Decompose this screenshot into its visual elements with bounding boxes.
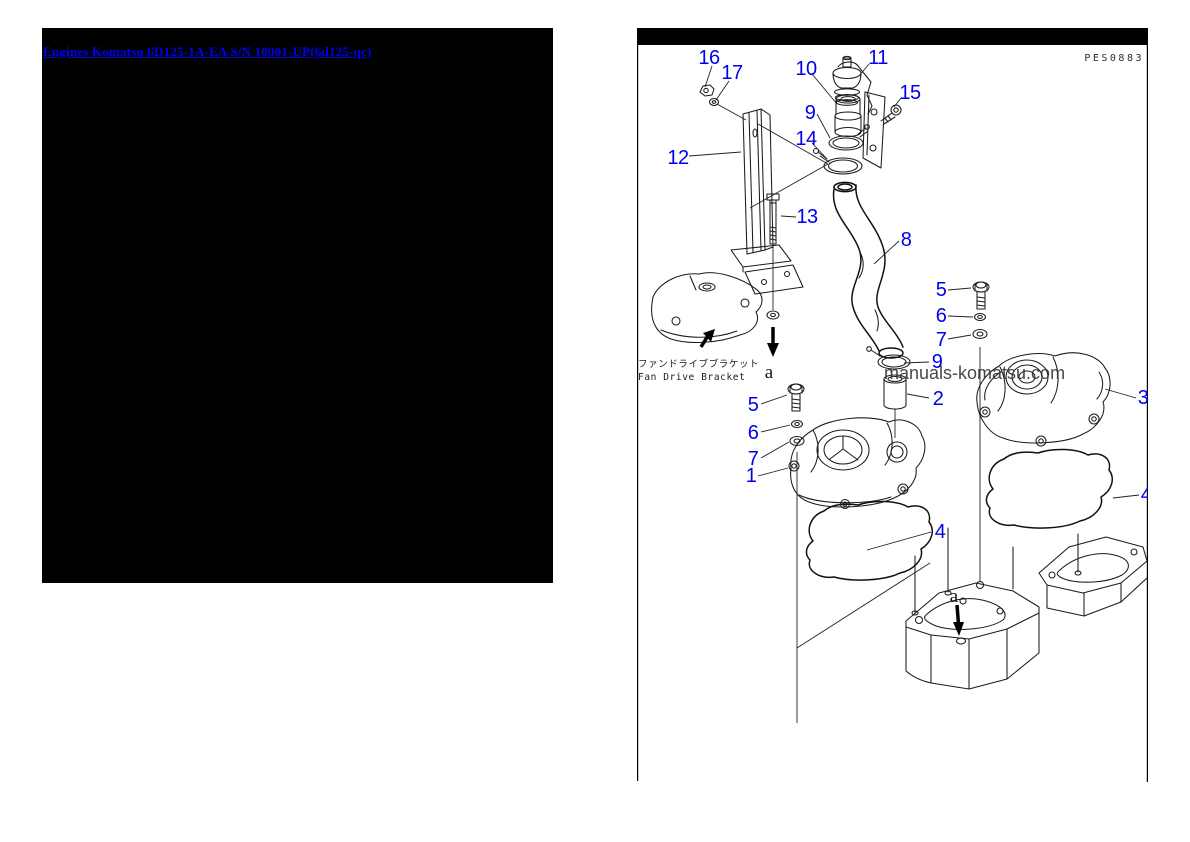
breather-assembly-10-11 (832, 55, 886, 169)
head-cover-3 (976, 352, 1111, 447)
diagram-top-bar (637, 28, 1148, 45)
callout-4: 4 (1141, 484, 1148, 506)
callout-3: 3 (1138, 387, 1148, 409)
callout-a: a (950, 586, 959, 607)
bracket-12 (730, 108, 804, 295)
callout-5: 5 (748, 394, 759, 416)
gasket-4-left (805, 500, 933, 581)
callout-17: 17 (721, 62, 743, 84)
fan-drive-bracket-label-jp: ファンドライブブラケット (638, 358, 759, 370)
callout-a: a (765, 362, 774, 383)
callout-14: 14 (795, 128, 817, 150)
callout-7: 7 (936, 329, 947, 351)
parts-diagram: PES0883 (637, 28, 1148, 782)
bolt-set-left-5-6-7 (787, 383, 805, 447)
bolt-set-right-5-6-7 (972, 281, 990, 340)
bolt-15 (880, 104, 902, 125)
callout-4: 4 (935, 521, 946, 543)
clamp-9-lower (866, 346, 911, 370)
callout-15: 15 (899, 82, 921, 104)
arrow-a-upper (767, 327, 779, 357)
cylinder-heads (905, 527, 1148, 690)
callout-5: 5 (936, 279, 947, 301)
gasket-4-right (985, 448, 1113, 529)
nut-16-washer-17 (699, 84, 720, 107)
watermark: manuals-komatsu.com (884, 363, 1065, 383)
callout-13: 13 (796, 206, 818, 228)
callout-12: 12 (667, 147, 689, 169)
tube-2 (883, 374, 907, 410)
callout-16: 16 (698, 47, 720, 69)
manual-title-link[interactable]: Engines Komatsu 6D125-1A-EA S/N 10001-UP… (43, 44, 372, 59)
callout-6: 6 (936, 305, 947, 327)
fan-drive-bracket (651, 272, 763, 343)
callout-10: 10 (795, 58, 817, 80)
clamp-14 (812, 147, 863, 175)
leader-lines (688, 63, 1140, 723)
plate-code: PES0883 (1084, 53, 1144, 64)
callout-7: 7 (748, 448, 759, 470)
callout-9: 9 (932, 351, 943, 373)
cover-image-black (42, 28, 553, 583)
callout-8: 8 (901, 229, 912, 251)
callout-9: 9 (805, 102, 816, 124)
parts-diagram-panel: PES0883 (637, 28, 1148, 782)
hose-8 (832, 181, 904, 359)
clamp-9-upper (828, 124, 870, 151)
callout-1: 1 (746, 465, 757, 487)
arrow-a-lower (953, 604, 964, 636)
fan-drive-bracket-label-en: Fan Drive Bracket (638, 372, 745, 383)
bolt-13 (766, 193, 780, 320)
callout-6: 6 (748, 422, 759, 444)
callout-11: 11 (868, 47, 888, 69)
head-cover-1 (788, 417, 926, 510)
arrow-to-bracket (699, 329, 715, 348)
callout-2: 2 (933, 388, 944, 410)
